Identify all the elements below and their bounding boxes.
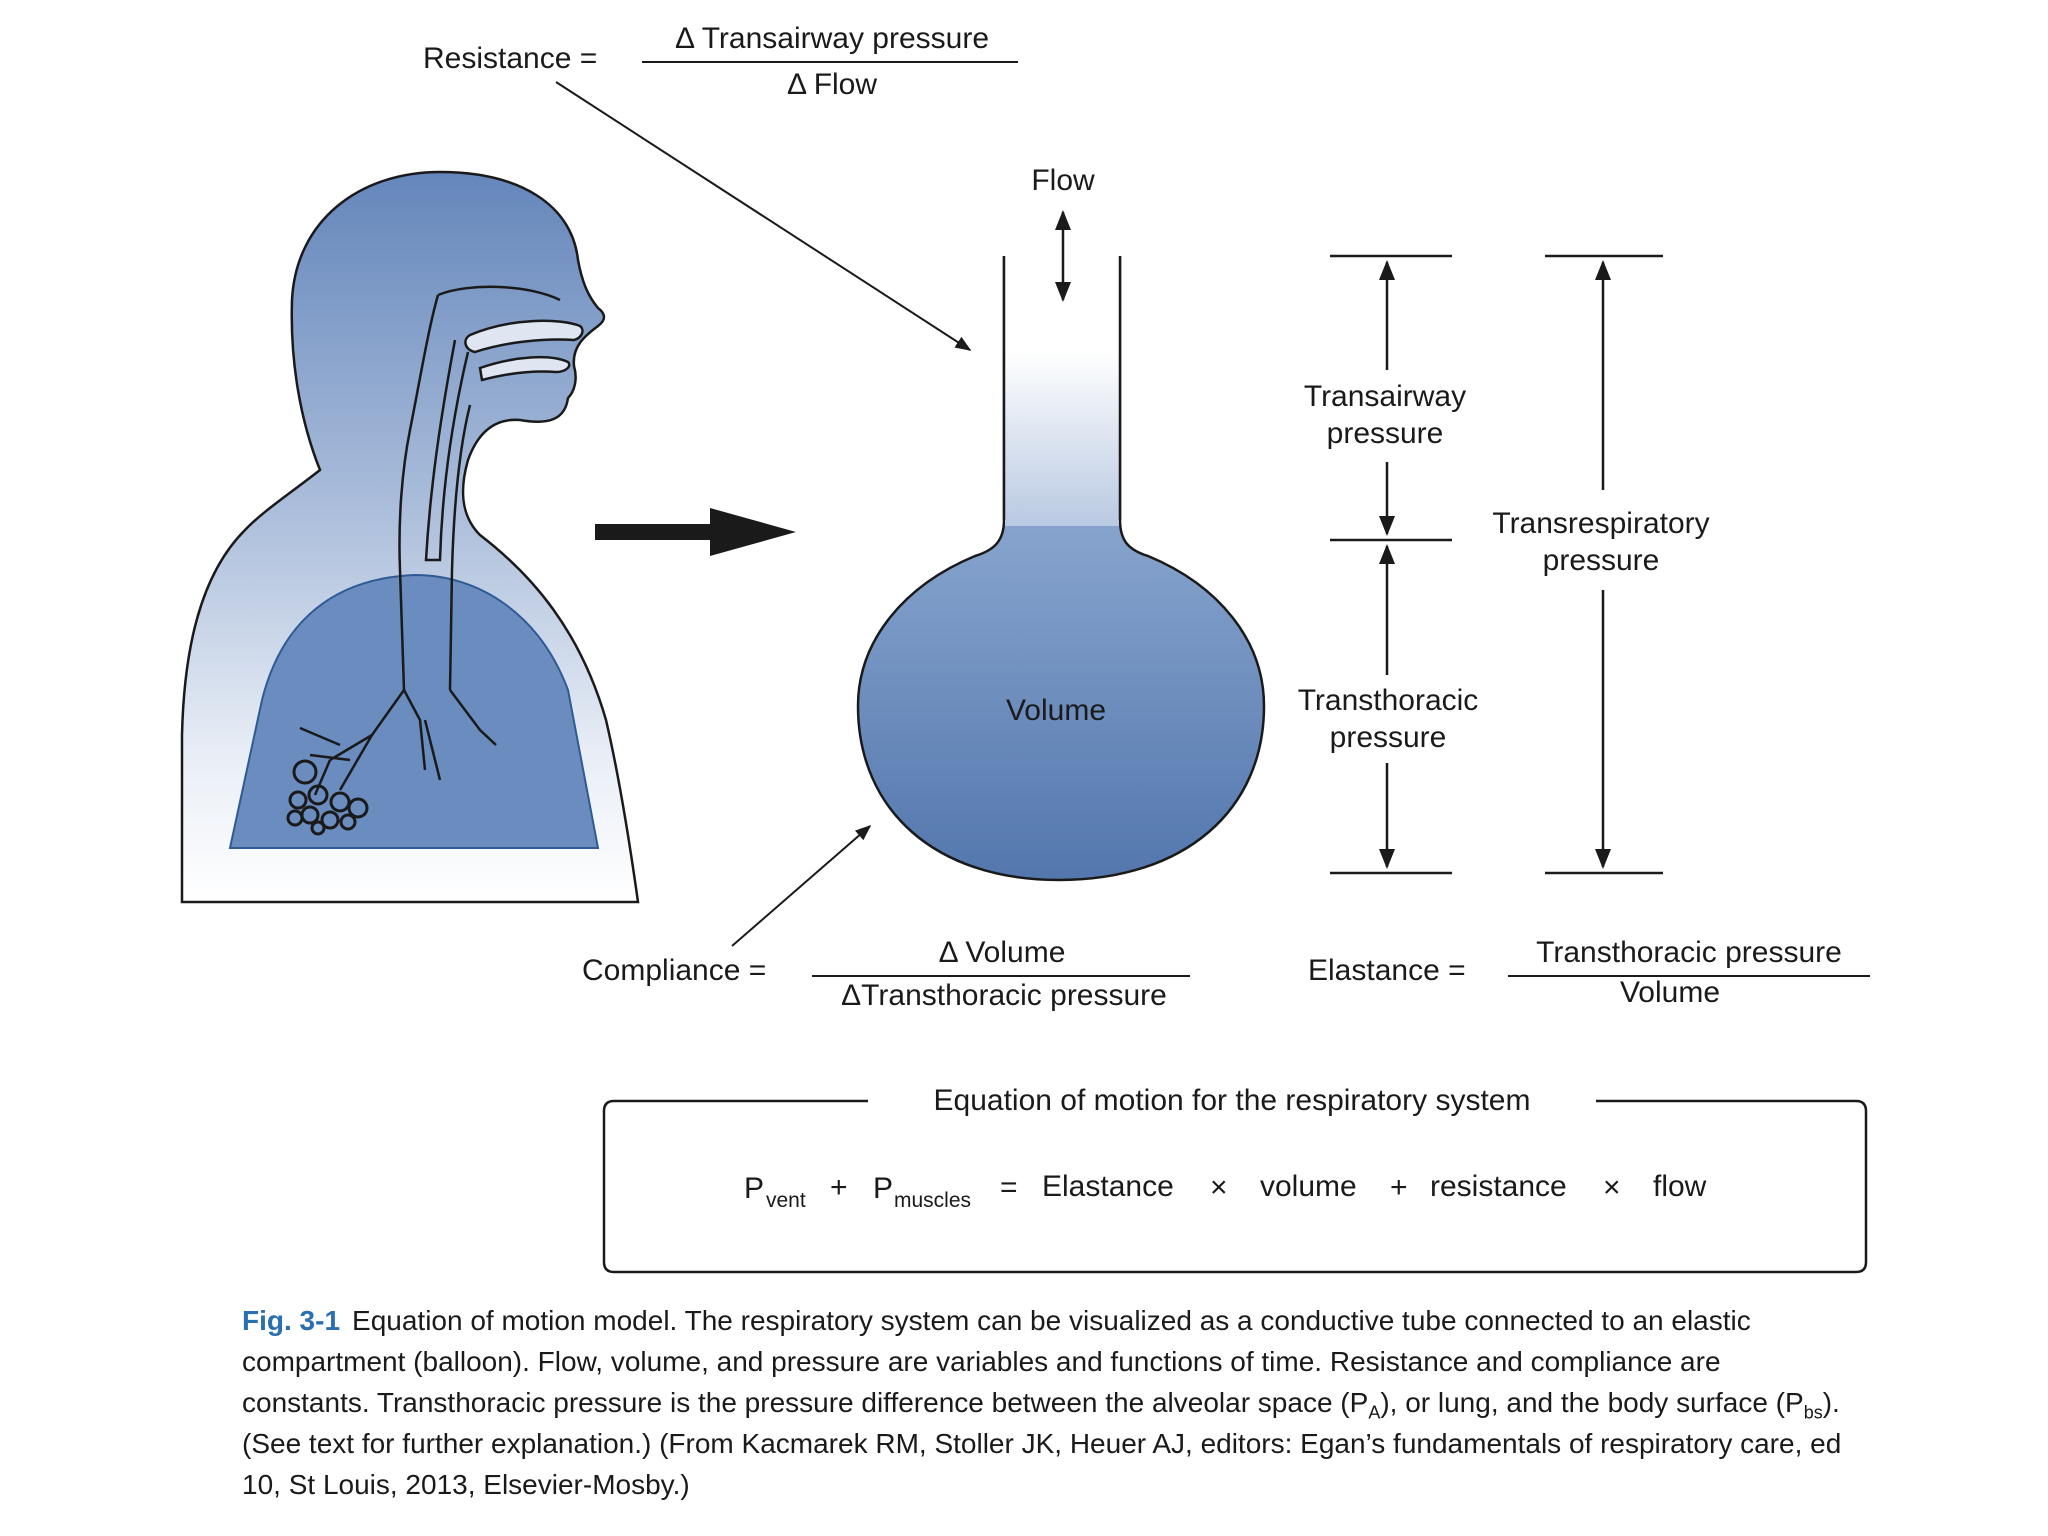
p-vent-subscript: vent	[766, 1189, 806, 1212]
caption-subscript-a: A	[1368, 1402, 1381, 1423]
compliance-denominator: ΔTransthoracic pressure	[841, 979, 1167, 1012]
p-muscles-subscript: muscles	[894, 1189, 971, 1212]
flow-label: Flow	[1031, 164, 1095, 197]
p-muscles: P	[873, 1172, 893, 1205]
model-arrow	[595, 508, 796, 556]
trachea	[398, 569, 454, 691]
airway-outline	[398, 285, 561, 571]
transrespiratory-label-line2: pressure	[1543, 544, 1660, 577]
caption-text-part2: ), or lung, and the body surface (P	[1380, 1387, 1804, 1418]
p-vent: P	[744, 1172, 764, 1205]
elastance-numerator: Transthoracic pressure	[1536, 936, 1842, 969]
compliance-numerator: Δ Volume	[939, 936, 1066, 969]
times-sign-2: ×	[1603, 1171, 1621, 1204]
caption-subscript-bs: bs	[1803, 1402, 1823, 1423]
human-figure	[180, 170, 640, 904]
resistance-term: resistance	[1430, 1170, 1567, 1203]
pharynx	[424, 339, 470, 562]
lung-model: Volume	[856, 256, 1266, 882]
volume-term: volume	[1260, 1170, 1357, 1203]
resistance-numerator: Δ Transairway pressure	[675, 22, 989, 55]
resistance-label: Resistance =	[423, 42, 597, 75]
compliance-formula: Compliance = Δ Volume ΔTransthoracic pre…	[582, 936, 1190, 1012]
equation-box-frame	[602, 1099, 1868, 1274]
caption-text-part1: Equation of motion model. The respirator…	[242, 1305, 1751, 1418]
equation-text: P vent + P muscles = Elastance × volume …	[744, 1170, 1707, 1212]
elastance-formula: Elastance = Transthoracic pressure Volum…	[1308, 936, 1870, 1009]
nasal-cavity	[464, 319, 584, 354]
times-sign-1: ×	[1210, 1171, 1228, 1204]
transthoracic-label-line1: Transthoracic	[1298, 684, 1479, 717]
transairway-label-line2: pressure	[1327, 417, 1444, 450]
resistance-pointer-arrow	[555, 81, 972, 351]
bronchial-tree	[299, 689, 497, 796]
elastance-label: Elastance =	[1308, 954, 1466, 987]
equation-of-motion-box: Equation of motion for the respiratory s…	[602, 1084, 1868, 1274]
figure-number: Fig. 3-1	[242, 1305, 341, 1336]
compliance-pointer-arrow	[731, 824, 872, 947]
transairway-label-line1: Transairway	[1304, 380, 1466, 413]
plus-sign-1: +	[830, 1171, 848, 1204]
flow-term: flow	[1653, 1170, 1707, 1203]
transrespiratory-label-line1: Transrespiratory	[1492, 507, 1709, 540]
caption-text-part3: ). (See text for further explanation.) (…	[242, 1387, 1842, 1500]
balloon-volume-label: Volume	[1006, 694, 1106, 727]
elastance-term: Elastance	[1042, 1170, 1174, 1203]
oral-cavity	[478, 355, 571, 382]
resistance-denominator: Δ Flow	[787, 68, 877, 101]
pressure-scales	[1330, 254, 1663, 875]
equation-title: Equation of motion for the respiratory s…	[934, 1084, 1531, 1117]
alveoli-cluster	[286, 759, 369, 836]
resistance-formula: Resistance = Δ Transairway pressure Δ Fl…	[423, 22, 1018, 101]
elastance-denominator: Volume	[1620, 976, 1720, 1009]
plus-sign-2: +	[1390, 1171, 1408, 1204]
transthoracic-label-line2: pressure	[1330, 721, 1447, 754]
compliance-label: Compliance =	[582, 954, 766, 987]
equals-sign: =	[1000, 1171, 1018, 1204]
balloon-model	[856, 256, 1266, 882]
